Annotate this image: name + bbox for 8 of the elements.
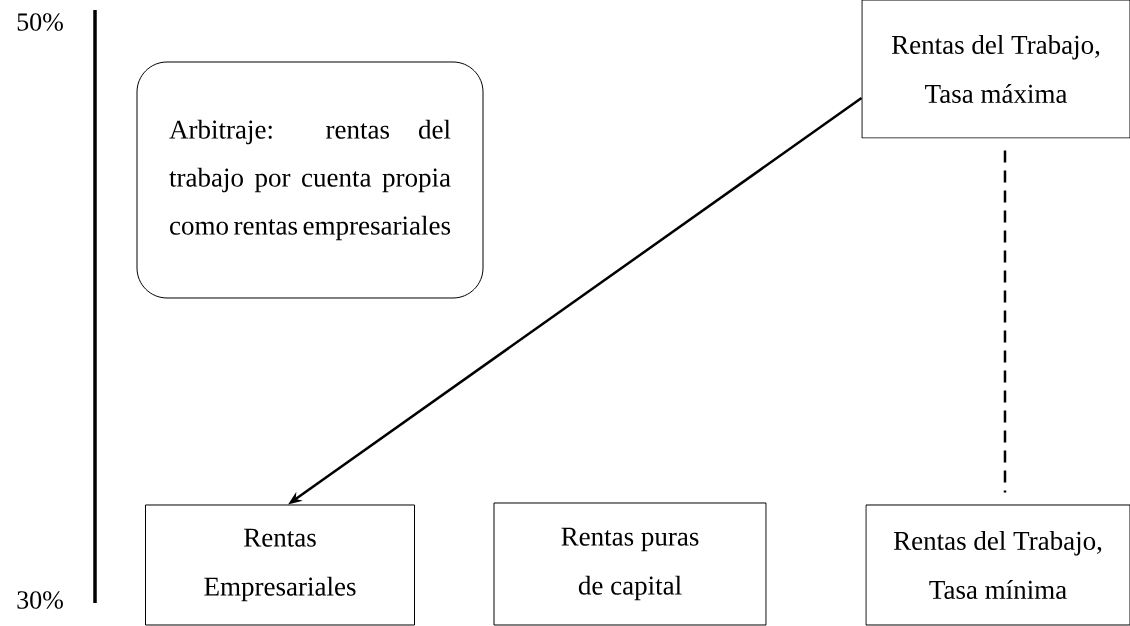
text-box: Rentas del Trabajo, Tasa máxima [861, 0, 1130, 139]
text-box: Rentas puras de capital [493, 502, 767, 626]
axis-label: 30% [17, 591, 63, 609]
axis-label: 50% [17, 13, 63, 31]
text-box: Rentas Empresariales [145, 504, 415, 626]
rounded-box: Arbitraje: rentas del trabajo por cuenta propia como rentas empresariales [136, 61, 484, 299]
dashed-line [1003, 150, 1007, 493]
text-box: Rentas del Trabajo, Tasa mínima [865, 504, 1130, 626]
